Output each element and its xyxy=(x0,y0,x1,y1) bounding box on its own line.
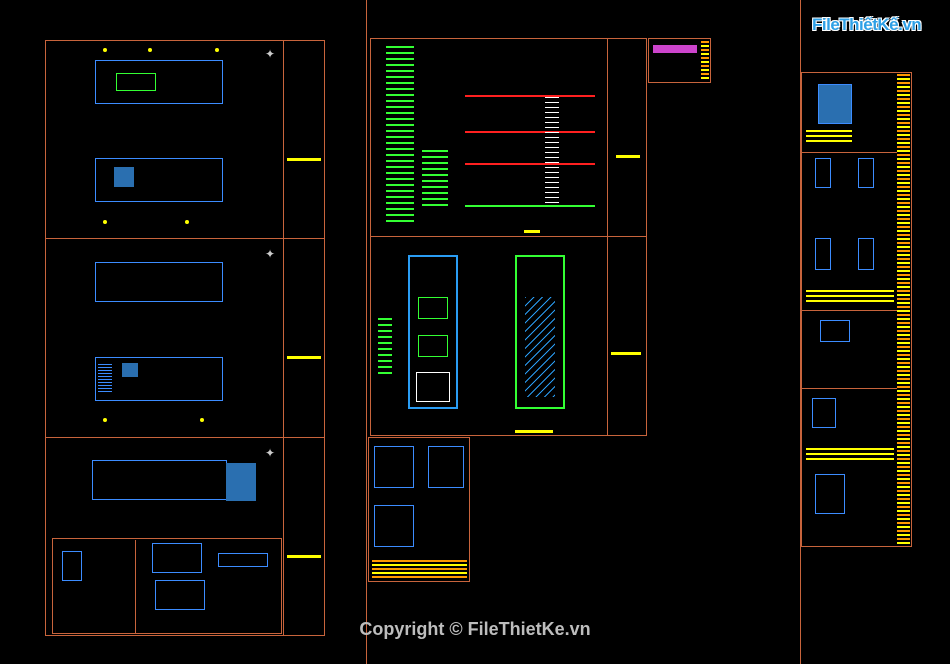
sheet-divider xyxy=(370,236,647,237)
detail-box xyxy=(218,553,268,567)
schedule-table xyxy=(806,448,894,462)
roof-fill xyxy=(226,463,256,501)
floor-slab xyxy=(465,95,595,97)
legend-swatch xyxy=(653,45,697,53)
window xyxy=(418,297,448,319)
drawing-caption xyxy=(524,230,540,233)
title-block-divider xyxy=(607,38,608,436)
north-arrow-icon: ✦ xyxy=(265,47,276,61)
roof-plan xyxy=(92,460,256,501)
door-detail xyxy=(428,446,464,488)
drawing-caption xyxy=(515,430,553,433)
front-elevation-drawing xyxy=(408,255,458,409)
schedule-table xyxy=(372,560,467,578)
window-detail xyxy=(812,398,836,428)
detail-box xyxy=(155,580,205,610)
elevation-sheet xyxy=(370,38,647,436)
title-block-tag xyxy=(287,356,321,359)
window xyxy=(418,335,448,357)
sheet-divider xyxy=(801,310,897,311)
title-block-tag xyxy=(611,352,641,355)
detail-box xyxy=(62,551,82,581)
title-block-divider xyxy=(283,40,284,636)
north-arrow-icon: ✦ xyxy=(265,247,276,261)
sheet-divider xyxy=(45,437,325,438)
ground-line xyxy=(465,205,595,207)
floor-slab xyxy=(465,131,595,133)
details-sheet xyxy=(801,72,912,547)
sheet-divider xyxy=(801,388,897,389)
details-divider xyxy=(135,540,136,634)
floor-slab xyxy=(465,163,595,165)
stair-symbol xyxy=(545,97,559,205)
model-divider xyxy=(800,0,801,664)
site-logo: FileThiếtKế.vn xyxy=(812,12,922,40)
copyright-watermark: Copyright © FileThietKe.vn xyxy=(359,619,591,639)
door-detail xyxy=(815,474,845,514)
logo-text: FileThiếtKế.vn xyxy=(812,15,922,34)
window-detail xyxy=(820,320,850,342)
schedule-table xyxy=(806,130,852,144)
room-fill xyxy=(122,363,138,377)
door-detail xyxy=(858,158,874,188)
second-floor-plan xyxy=(95,262,223,302)
level-tags xyxy=(378,318,392,378)
floor-plans-sheet xyxy=(45,40,325,636)
ground-floor-plan xyxy=(95,60,223,104)
door-detail xyxy=(815,158,831,188)
stair-symbol xyxy=(98,364,112,394)
dimension-marker xyxy=(103,220,107,224)
legend-strip xyxy=(701,41,709,81)
title-block-tag xyxy=(287,555,321,558)
third-floor-plan xyxy=(95,357,223,401)
title-block-tag xyxy=(616,155,640,158)
dimension-marker xyxy=(200,418,204,422)
detail-box xyxy=(152,543,202,573)
title-block-tag xyxy=(287,158,321,161)
room-fill xyxy=(114,167,134,187)
dimension-marker xyxy=(148,48,152,52)
sheet-divider xyxy=(45,238,325,239)
door-detail xyxy=(374,446,414,488)
notes-column xyxy=(422,150,448,210)
dimension-marker xyxy=(103,48,107,52)
door-details-sheet xyxy=(368,437,470,582)
general-notes xyxy=(386,46,414,226)
door-detail xyxy=(858,238,874,270)
north-arrow-icon: ✦ xyxy=(265,446,276,460)
schedule-table xyxy=(806,290,894,304)
car-symbol xyxy=(116,73,156,91)
model-divider xyxy=(366,0,367,664)
first-floor-plan xyxy=(95,158,223,202)
side-section-drawing xyxy=(515,255,565,409)
sheet-divider xyxy=(801,152,897,153)
gate-detail xyxy=(818,84,852,124)
dimension-marker xyxy=(103,418,107,422)
door xyxy=(416,372,450,402)
stair-symbol xyxy=(525,297,555,397)
dimension-marker xyxy=(215,48,219,52)
door-detail xyxy=(374,505,414,547)
legend-block xyxy=(648,38,711,83)
title-block-strip xyxy=(897,74,910,544)
dimension-marker xyxy=(185,220,189,224)
door-detail xyxy=(815,238,831,270)
front-section-drawing xyxy=(465,55,595,215)
details-panel xyxy=(52,538,282,634)
